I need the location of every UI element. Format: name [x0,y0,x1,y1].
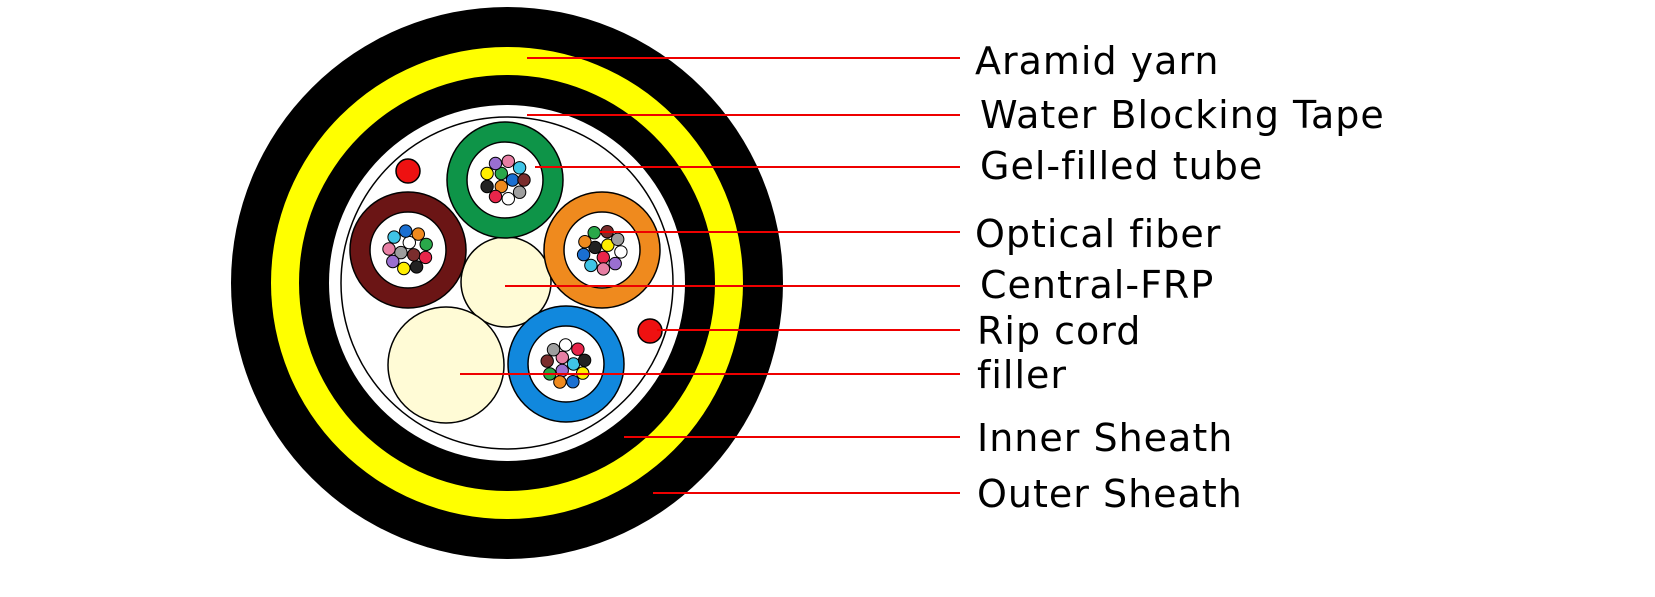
gel-filled-tube-blue [507,305,625,423]
gel-filled-tube-brown [349,191,467,309]
optical-fiber [546,343,561,357]
label-inner-sheath: Inner Sheath [977,416,1233,460]
gel-filled-tubes [349,121,661,423]
optical-fiber [614,245,628,259]
tube-gel-core [563,211,641,289]
optical-fiber [411,227,425,241]
optical-fiber [407,248,421,262]
leader-lines [460,57,960,494]
gel-filled-tube-green [446,121,564,239]
optical-fiber [577,353,592,367]
optical-fiber [558,338,573,352]
optical-fiber [387,230,401,244]
optical-fiber [418,250,433,265]
optical-fiber [494,179,508,194]
optical-fiber [553,375,567,389]
optical-fiber [382,242,396,256]
filler [387,306,505,424]
optical-fiber [494,166,508,181]
optical-fiber [566,375,580,389]
optical-fiber [480,179,494,194]
optical-fiber [488,189,503,204]
label-central-frp: Central-FRP [980,263,1214,307]
cable-cross-section [231,7,783,559]
optical-fiber [596,250,610,265]
optical-fiber [386,254,400,269]
optical-fiber [505,173,520,187]
label-water-blocking-tape: Water Blocking Tape [980,93,1385,137]
labels: Aramid yarn Water Blocking Tape Gel-fill… [975,39,1385,516]
tube-gel-core [466,141,544,219]
tube-gel-core [369,211,447,289]
optical-fiber [611,232,625,247]
label-rip-cord: Rip cord [977,309,1141,353]
optical-fiber [587,226,601,240]
gel-filled-tube-orange [543,191,661,309]
label-optical-fiber: Optical fiber [975,212,1221,256]
label-outer-sheath: Outer Sheath [977,472,1243,516]
optical-fiber [601,238,615,252]
rip-cord [395,158,421,184]
optical-fiber [394,245,408,260]
optical-fiber [540,354,554,368]
optical-fiber [596,262,611,276]
optical-fiber [584,258,598,273]
optical-fiber [571,342,585,356]
optical-fiber [512,185,527,199]
label-filler: filler [977,353,1067,397]
optical-fiber [488,156,503,171]
optical-fiber [501,154,515,169]
tube-gel-core [527,325,605,403]
optical-fiber [397,261,411,276]
optical-fiber [588,240,602,255]
optical-fiber [566,357,581,371]
optical-fiber [501,192,515,206]
optical-fiber [576,247,591,262]
label-gel-filled-tube: Gel-filled tube [980,144,1263,188]
optical-fiber [480,166,494,181]
optical-fiber [517,173,531,187]
optical-fiber [512,161,527,175]
optical-fiber [399,224,413,238]
optical-fiber [555,350,569,365]
optical-fiber [419,237,433,252]
optical-fiber [608,256,622,271]
optical-fiber [409,260,424,274]
optical-fiber [578,235,592,249]
label-aramid-yarn: Aramid yarn [975,39,1220,83]
